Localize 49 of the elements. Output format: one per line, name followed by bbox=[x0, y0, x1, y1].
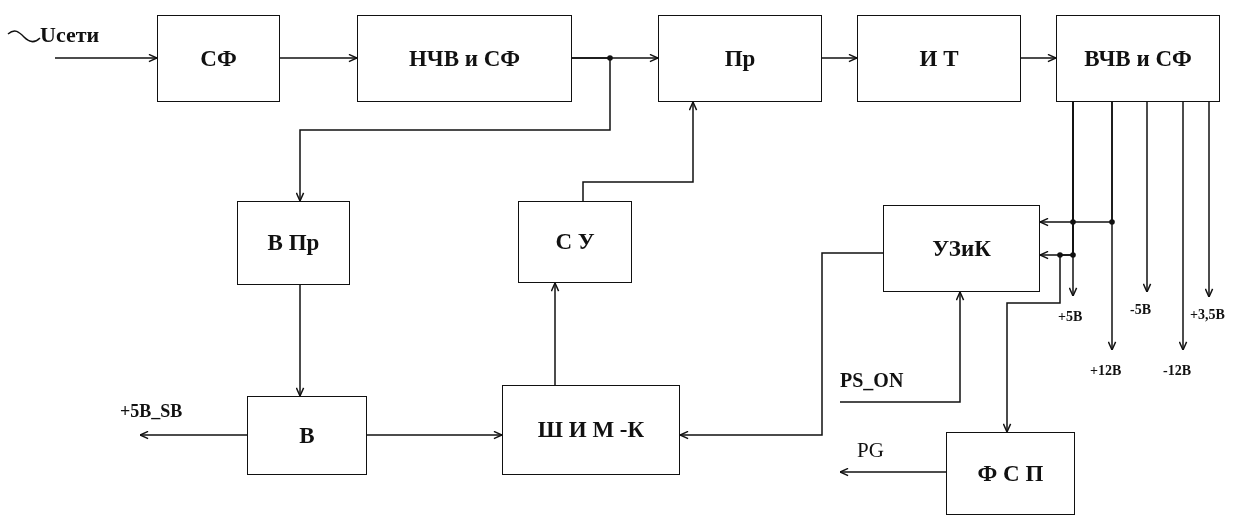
signal-label: PS_ON bbox=[840, 370, 904, 390]
block-label: С У bbox=[555, 229, 595, 255]
block-label: Пр bbox=[724, 45, 756, 72]
signal-label: +5В bbox=[1058, 310, 1083, 324]
signal-label: -5В bbox=[1130, 303, 1151, 317]
arrow bbox=[295, 57, 611, 202]
block-label: НЧВ и СФ bbox=[408, 45, 521, 72]
arrow bbox=[279, 53, 358, 63]
signal-label: +12В bbox=[1090, 364, 1122, 378]
signal-label: -12В bbox=[1163, 364, 1191, 378]
arrow bbox=[1142, 101, 1152, 293]
signal-label: +3,5В bbox=[1190, 308, 1225, 322]
block-label: Ш И М -К bbox=[537, 417, 645, 443]
block-box bbox=[1056, 15, 1220, 102]
arrow bbox=[821, 53, 858, 63]
block-label: И Т bbox=[919, 45, 959, 72]
arrow bbox=[839, 291, 965, 403]
block-box bbox=[946, 432, 1075, 515]
arrow bbox=[54, 53, 158, 63]
block-box bbox=[883, 205, 1040, 292]
arrow bbox=[550, 282, 560, 386]
arrow bbox=[1039, 101, 1113, 227]
arrow bbox=[139, 430, 248, 440]
arrow bbox=[295, 284, 305, 397]
block-box bbox=[857, 15, 1021, 102]
block-box bbox=[518, 201, 632, 283]
arrow bbox=[1204, 101, 1214, 298]
block-box bbox=[247, 396, 367, 475]
block-label: ВЧВ и СФ bbox=[1084, 45, 1192, 72]
signal-label: PG bbox=[857, 440, 884, 461]
block-label: В bbox=[299, 422, 315, 449]
block-label: УЗиК bbox=[932, 235, 991, 262]
arrow bbox=[366, 430, 503, 440]
signal-label: +5В_SB bbox=[120, 402, 183, 420]
arrow bbox=[1020, 53, 1057, 63]
arrow bbox=[582, 101, 698, 202]
arrow bbox=[1002, 101, 1074, 433]
input-label: Uсети bbox=[40, 24, 100, 46]
block-box bbox=[658, 15, 822, 102]
arrow bbox=[1178, 101, 1188, 351]
block-label: Ф С П bbox=[977, 460, 1044, 487]
block-label: СФ bbox=[200, 45, 237, 72]
block-box bbox=[357, 15, 572, 102]
arrow bbox=[679, 252, 884, 440]
block-box bbox=[237, 201, 350, 285]
block-box bbox=[157, 15, 280, 102]
block-label: В Пр bbox=[267, 230, 320, 256]
arrow bbox=[839, 467, 947, 477]
block-box bbox=[502, 385, 680, 475]
